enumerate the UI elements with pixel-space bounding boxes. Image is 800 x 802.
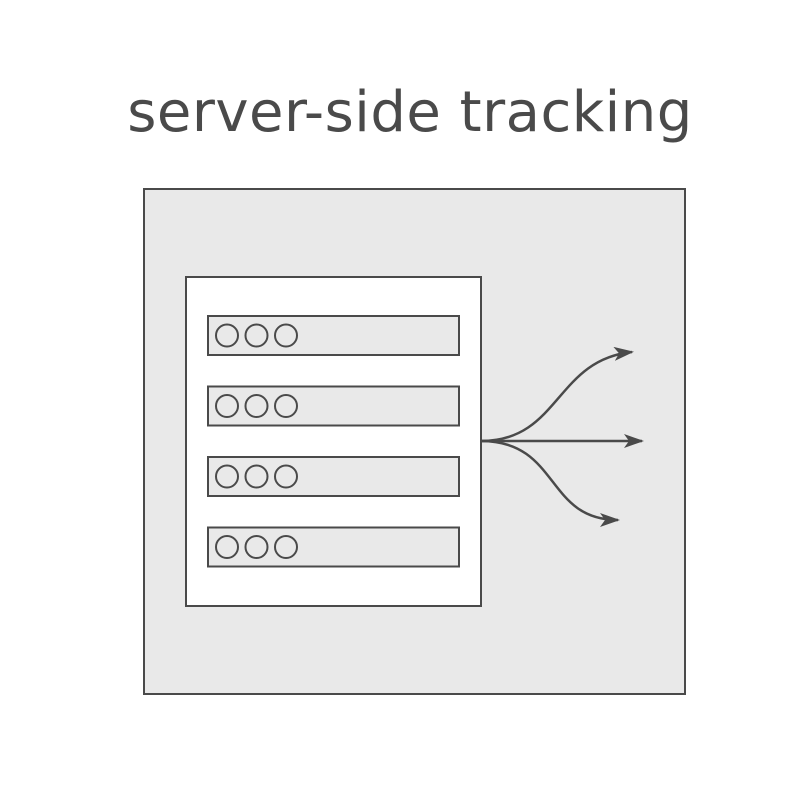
arrow-up-right [480, 346, 634, 443]
slot-bay [207, 526, 460, 568]
indicator-light-icon [215, 394, 239, 418]
server-slot [207, 385, 460, 427]
indicator-light-icon [244, 394, 269, 418]
server-slot [207, 315, 460, 356]
server-slot [207, 526, 460, 568]
server-slot [207, 456, 460, 497]
diagram-title: server-side tracking [127, 80, 693, 145]
arrow-down-right [480, 439, 620, 527]
indicator-light-icon [274, 535, 298, 559]
indicator-light-icon [244, 464, 269, 489]
slot-bay [207, 385, 460, 427]
indicator-light-icon [215, 535, 239, 559]
indicator-light-icon [274, 394, 298, 418]
indicator-light-icon [215, 323, 239, 348]
indicator-light-icon [215, 464, 239, 489]
server-icon [185, 276, 482, 607]
outgoing-arrows [480, 346, 644, 527]
indicator-light-icon [274, 323, 298, 348]
indicator-light-icon [244, 323, 269, 348]
indicator-light-icon [244, 535, 269, 559]
slot-bay [207, 456, 460, 497]
slot-bay [207, 315, 460, 356]
indicator-light-icon [274, 464, 298, 489]
